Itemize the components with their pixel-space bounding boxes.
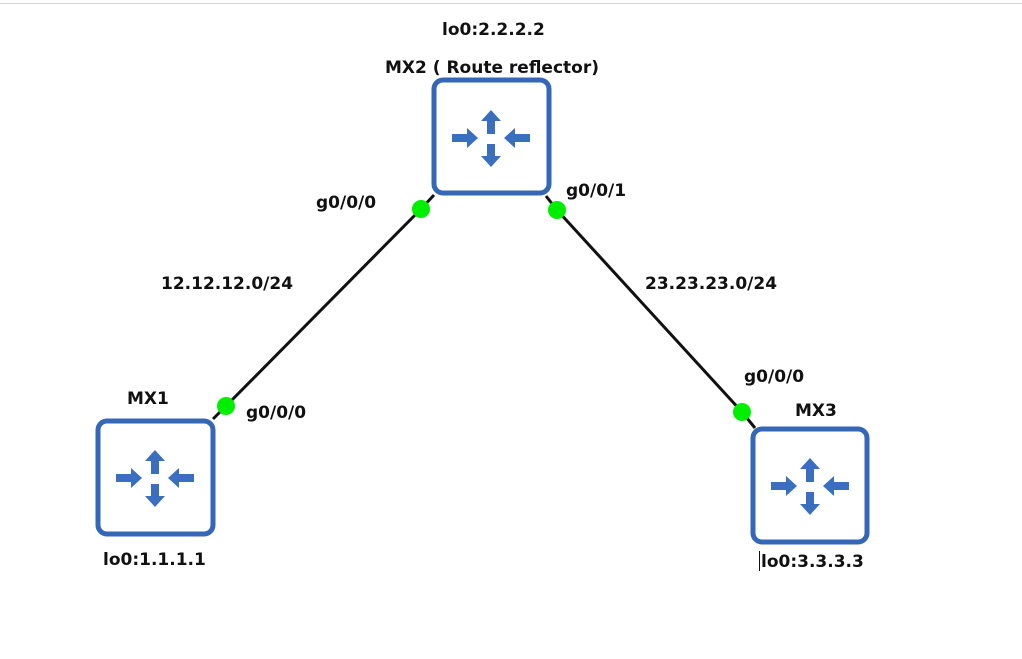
- mx1-interface-label: g0/0/0: [246, 403, 307, 423]
- router-mx1[interactable]: [95, 418, 216, 537]
- network-label-mx1-mx2: 12.12.12.0/24: [161, 274, 294, 294]
- mx2-loopback-label: lo0:2.2.2.2: [442, 20, 545, 40]
- text-cursor: [759, 551, 760, 571]
- mx1-name-label: MX1: [127, 389, 169, 409]
- router-icon: [750, 426, 870, 545]
- link-mx2-mx3[interactable]: [555, 208, 744, 414]
- port-dot-mx1-g0-0-0[interactable]: [217, 397, 235, 415]
- port-dot-mx3-g0-0-0[interactable]: [733, 403, 751, 421]
- port-dot-mx2-g0-0-1[interactable]: [548, 201, 566, 219]
- mx3-interface-label: g0/0/0: [744, 367, 805, 387]
- network-label-mx2-mx3: 23.23.23.0/24: [645, 274, 778, 294]
- mx3-name-label: MX3: [795, 401, 837, 421]
- router-icon: [431, 77, 552, 196]
- port-dot-mx2-g0-0-0[interactable]: [412, 200, 430, 218]
- mx2-name-label: MX2 ( Route reflector): [385, 58, 599, 78]
- link-mx1-mx2[interactable]: [224, 207, 423, 408]
- mx2-interface-right-label: g0/0/1: [566, 181, 627, 201]
- router-mx2[interactable]: [431, 77, 552, 196]
- mx3-loopback-label: lo0:3.3.3.3: [761, 552, 864, 572]
- router-icon: [95, 418, 216, 537]
- router-mx3[interactable]: [750, 426, 870, 545]
- mx1-loopback-label: lo0:1.1.1.1: [103, 550, 206, 570]
- top-border: [0, 3, 1022, 4]
- mx2-interface-left-label: g0/0/0: [316, 193, 377, 213]
